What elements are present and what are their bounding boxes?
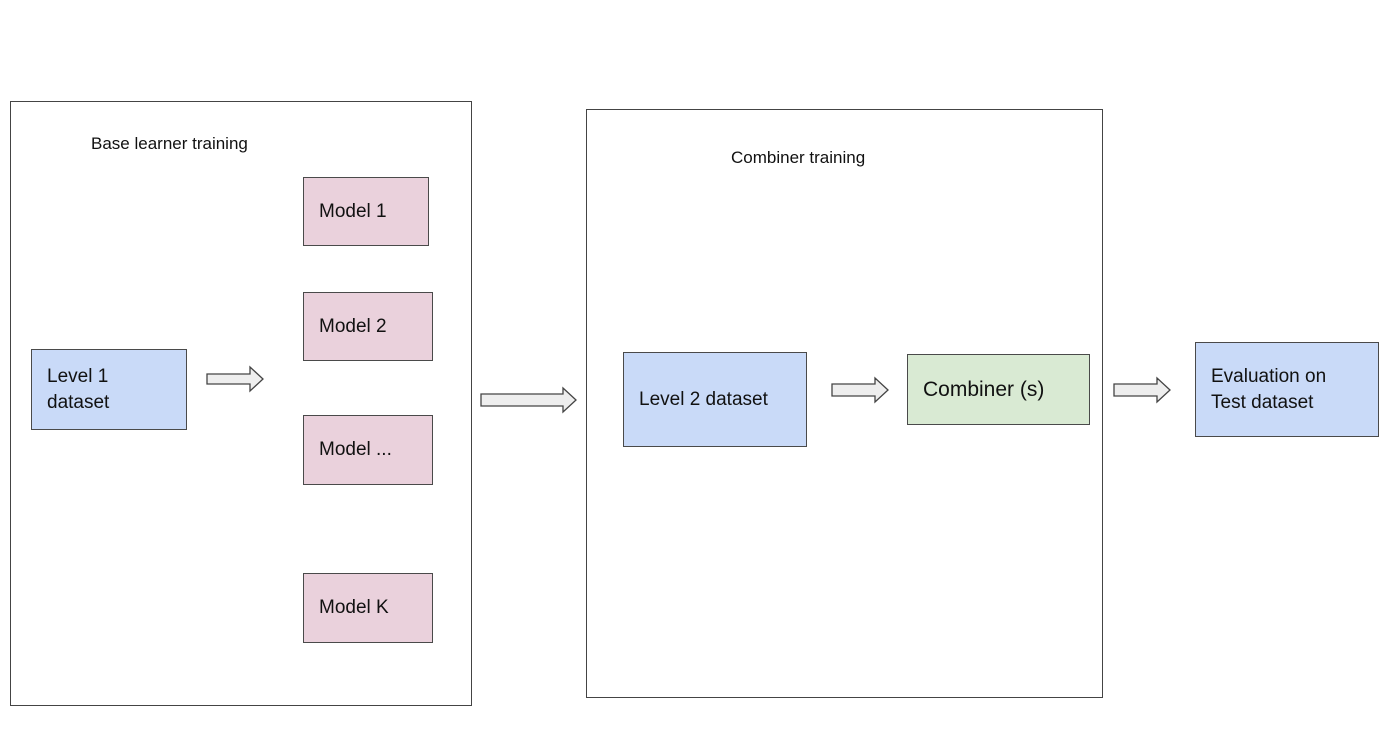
model-2-label: Model 2 (319, 315, 387, 337)
level-1-dataset-node: Level 1 dataset (31, 349, 187, 430)
arrow-base-to-combiner-panel (480, 386, 577, 414)
evaluation-label: Evaluation on Test dataset (1211, 365, 1327, 413)
model-ellipsis-node: Model ... (303, 415, 433, 485)
level-2-dataset-node: Level 2 dataset (623, 352, 807, 447)
model-1-label: Model 1 (319, 200, 387, 222)
combiner-node: Combiner (s) (907, 354, 1090, 425)
arrow-combiner-to-evaluation (1113, 376, 1171, 404)
level-2-dataset-label: Level 2 dataset (639, 388, 768, 410)
arrow-level1-to-models (206, 365, 264, 393)
model-k-label: Model K (319, 597, 389, 618)
combiner-panel-title: Combiner training (731, 148, 866, 167)
model-2-node: Model 2 (303, 292, 433, 361)
arrow-level2-to-combiner (831, 376, 889, 404)
evaluation-node: Evaluation on Test dataset (1195, 342, 1379, 437)
model-ellipsis-label: Model ... (319, 439, 392, 460)
base-learner-panel-title: Base learner training (91, 134, 248, 153)
model-1-node: Model 1 (303, 177, 429, 246)
model-k-node: Model K (303, 573, 433, 643)
combiner-label: Combiner (s) (923, 377, 1045, 401)
level-1-dataset-label: Level 1 dataset (47, 365, 110, 413)
